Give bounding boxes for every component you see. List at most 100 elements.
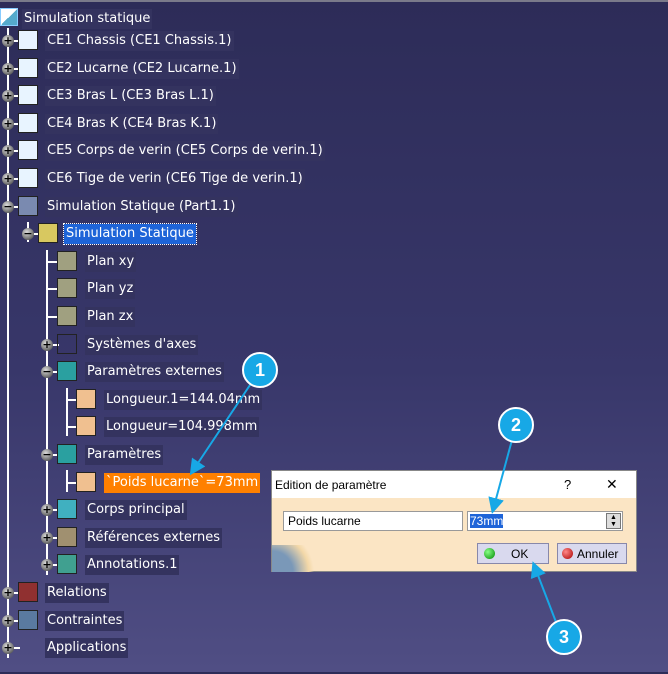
expand-icon[interactable]: +: [41, 558, 53, 572]
tree-line: [66, 481, 78, 484]
tree-line: [46, 260, 59, 263]
doc-icon: [18, 112, 38, 133]
axis-icon: [57, 333, 77, 354]
expand-icon[interactable]: +: [2, 144, 14, 158]
param-icon: [57, 444, 77, 464]
tree-item[interactable]: Simulation Statique (Part1.1): [45, 196, 238, 218]
collapse-icon[interactable]: −: [41, 448, 53, 461]
parameter-value: 73mm: [470, 514, 504, 528]
tree-item[interactable]: Paramètres externes: [85, 361, 224, 383]
cube-icon: [76, 388, 96, 409]
tree-line: [66, 398, 78, 401]
tree-line: [46, 250, 48, 575]
tree-label: CE6 Tige de verin (CE6 Tige de verin.1): [45, 169, 305, 189]
part-icon: [18, 195, 38, 216]
tree-label: CE4 Bras K (CE4 Bras K.1): [45, 113, 219, 134]
ok-label: OK: [511, 546, 529, 561]
ok-button[interactable]: OK: [477, 543, 549, 564]
edit-parameter-dialog: Edition de paramètre ? ✕ Poids lucarne 7…: [271, 470, 637, 572]
doc-icon: [18, 140, 38, 161]
collapse-icon[interactable]: −: [41, 365, 53, 379]
rel-icon: [18, 582, 38, 602]
tree-item[interactable]: CE1 Chassis (CE1 Chassis.1): [45, 30, 234, 52]
tree-item[interactable]: Longueur=104.998mm: [104, 416, 260, 438]
annot-icon: [57, 554, 77, 575]
tree-item[interactable]: Plan zx: [85, 306, 136, 328]
expand-icon[interactable]: +: [2, 586, 14, 599]
tree-item[interactable]: Applications: [45, 637, 129, 659]
doc-icon: [18, 30, 38, 50]
green-ball-icon: [484, 548, 495, 559]
parameter-value-field[interactable]: 73mm ▲▼: [467, 511, 623, 531]
tree-item[interactable]: CE3 Bras L (CE3 Bras L.1): [45, 85, 216, 107]
ref-icon: [57, 526, 77, 547]
tree-label: Paramètres externes: [85, 362, 224, 383]
tree-item[interactable]: `Poids lucarne`=73mm: [104, 472, 261, 494]
tree-label: Longueur=104.998mm: [104, 417, 260, 438]
tree-item[interactable]: CE2 Lucarne (CE2 Lucarne.1): [45, 58, 239, 80]
help-button[interactable]: ?: [564, 477, 572, 492]
tree-item[interactable]: Plan yz: [85, 278, 136, 300]
parameter-name-field[interactable]: Poids lucarne: [283, 511, 463, 531]
expand-icon[interactable]: +: [2, 641, 14, 655]
tree-item[interactable]: CE4 Bras K (CE4 Bras K.1): [45, 113, 219, 135]
tree-line: [7, 28, 9, 658]
tree-item[interactable]: Relations: [45, 582, 109, 604]
plane-icon: [57, 306, 77, 326]
tree-item[interactable]: Corps principal: [85, 499, 187, 521]
expand-icon[interactable]: +: [2, 172, 14, 185]
arrow-1: [189, 381, 253, 476]
tree-line: [66, 388, 68, 436]
body-icon: [38, 223, 58, 244]
expand-icon[interactable]: +: [41, 337, 53, 351]
expand-icon[interactable]: +: [2, 116, 14, 130]
tree-label: Simulation Statique: [63, 223, 197, 246]
close-button[interactable]: ✕: [606, 476, 618, 492]
tree-label: Systèmes d'axes: [85, 334, 199, 355]
tree-item[interactable]: Plan xy: [85, 251, 137, 273]
tree-item[interactable]: Longueur.1=144.04mm: [104, 389, 263, 411]
tree-label: Applications: [45, 638, 129, 659]
tree-label: Longueur.1=144.04mm: [104, 389, 263, 410]
tree-item[interactable]: Simulation Statique: [63, 223, 197, 246]
catia-logo-icon: [272, 545, 317, 572]
tree-item[interactable]: CE6 Tige de verin (CE6 Tige de verin.1): [45, 168, 305, 190]
tree-label: CE1 Chassis (CE1 Chassis.1): [45, 31, 234, 51]
tree-label: Plan xy: [85, 251, 137, 272]
tree-label: Références externes: [85, 527, 223, 548]
tree-item[interactable]: Annotations.1: [85, 554, 180, 576]
tree-item[interactable]: Systèmes d'axes: [85, 334, 199, 356]
collapse-icon[interactable]: −: [22, 227, 34, 241]
cube-icon: [76, 416, 96, 437]
tree-line: [46, 288, 59, 291]
tree-item[interactable]: Références externes: [85, 527, 223, 549]
tree-item[interactable]: Contraintes: [45, 610, 125, 632]
expand-icon[interactable]: +: [41, 503, 53, 517]
tree-item[interactable]: Paramètres: [85, 444, 164, 466]
callout-3: 3: [546, 619, 582, 655]
plane-icon: [57, 278, 77, 299]
tree-label: Simulation statique: [22, 9, 153, 29]
red-ball-icon: [562, 548, 573, 559]
tree-label: Corps principal: [85, 500, 187, 521]
tree-line: [66, 470, 68, 492]
tree-item[interactable]: CE5 Corps de verin (CE5 Corps de verin.1…: [45, 140, 325, 162]
dialog-titlebar: Edition de paramètre ? ✕: [272, 471, 636, 498]
tree-label: CE3 Bras L (CE3 Bras L.1): [45, 86, 216, 107]
collapse-icon[interactable]: −: [2, 199, 14, 213]
expand-icon[interactable]: +: [2, 89, 14, 103]
param-icon: [57, 361, 77, 382]
cancel-button[interactable]: Annuler: [557, 543, 627, 564]
expand-icon[interactable]: +: [2, 34, 14, 47]
tree-label: Contraintes: [45, 610, 125, 631]
tree-line: [46, 316, 59, 318]
tree-label: Plan yz: [85, 279, 136, 300]
expand-icon[interactable]: +: [2, 61, 14, 75]
spinner-icon[interactable]: ▲▼: [606, 513, 621, 529]
expand-icon[interactable]: +: [41, 530, 53, 544]
tree-label: CE5 Corps de verin (CE5 Corps de verin.1…: [45, 141, 325, 162]
gear-icon: [57, 499, 77, 520]
tree-root[interactable]: Simulation statique: [0, 8, 153, 30]
expand-icon[interactable]: +: [2, 613, 14, 627]
